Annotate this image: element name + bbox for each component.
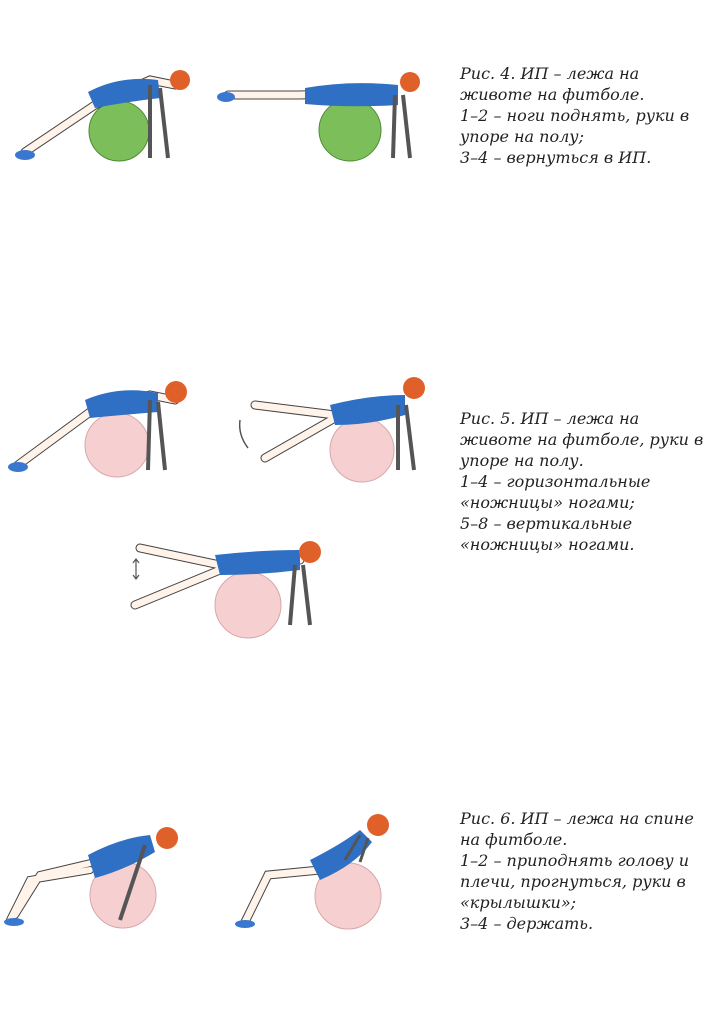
caption-line: 5–8 – вертикальные	[460, 514, 633, 533]
vertical-arrow-icon	[132, 558, 140, 580]
swing-arrow-icon	[238, 419, 249, 449]
fitball	[84, 412, 150, 478]
caption-line: 1–2 – приподнять голову и	[460, 851, 690, 870]
exercise-pose-3	[130, 541, 321, 639]
caption-line: упоре на полу;	[460, 127, 584, 146]
fitball	[214, 571, 282, 639]
figure-6-caption: Рис. 6. ИП – лежа на спине на фитболе. 1…	[460, 808, 694, 934]
figure-4-illustration	[15, 70, 420, 162]
figure-5-caption: Рис. 5. ИП – лежа на животе на фитболе, …	[460, 408, 703, 555]
fitball	[88, 100, 150, 162]
figure-6-illustration	[4, 814, 389, 930]
figure-5-illustration	[8, 377, 425, 639]
caption-line: Рис. 4. ИП – лежа на	[460, 64, 640, 83]
caption-line: на фитболе.	[460, 830, 568, 849]
exercise-pose-2	[217, 72, 420, 162]
caption-line: животе на фитболе.	[460, 85, 645, 104]
fitball	[318, 98, 382, 162]
caption-line: 3–4 – держать.	[460, 914, 594, 933]
fitball	[329, 417, 395, 483]
caption-line: упоре на полу.	[460, 451, 584, 470]
figure-4-caption: Рис. 4. ИП – лежа на животе на фитболе. …	[460, 63, 689, 168]
caption-line: 1–2 – ноги поднять, руки в	[460, 106, 690, 125]
caption-line: «крылышки»;	[460, 893, 577, 912]
exercise-pose-1	[8, 381, 187, 478]
exercise-pose-1	[15, 70, 190, 162]
exercise-pose-2	[238, 377, 425, 483]
caption-line: Рис. 5. ИП – лежа на	[460, 409, 640, 428]
caption-line: «ножницы» ногами.	[460, 535, 635, 554]
caption-line: плечи, прогнуться, руки в	[460, 872, 686, 891]
exercise-pose-1	[4, 827, 178, 929]
caption-line: Рис. 6. ИП – лежа на спине	[460, 809, 694, 828]
caption-line: «ножницы» ногами;	[460, 493, 635, 512]
exercise-pose-2	[235, 814, 389, 930]
caption-line: 1–4 – горизонтальные	[460, 472, 651, 491]
caption-line: 3–4 – вернуться в ИП.	[460, 148, 652, 167]
caption-line: животе на фитболе, руки в	[460, 430, 704, 449]
